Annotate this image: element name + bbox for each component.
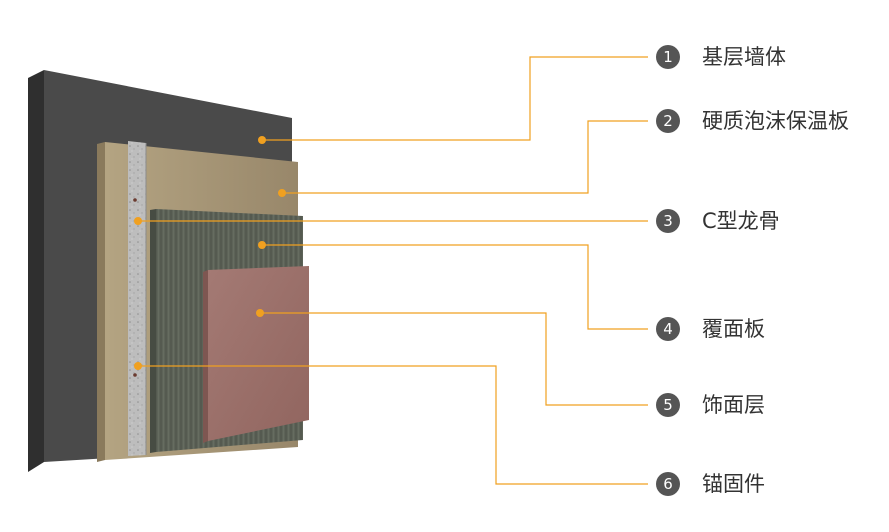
leader-line-4: [262, 244, 648, 330]
anchor-dot-6: [134, 362, 142, 370]
layer-label-6: 锚固件: [702, 472, 765, 496]
layer-label-3: C型龙骨: [702, 209, 780, 233]
anchor-dot-2: [278, 189, 286, 197]
number-badge-2-text: 2: [663, 112, 673, 130]
number-badge-6: [656, 472, 680, 496]
anchor-dot-4: [258, 241, 266, 249]
anchor-dots: [134, 136, 286, 370]
finish-layer-illustration: [203, 266, 309, 443]
c-keel-illustration: [128, 141, 147, 456]
leader-line-1: [262, 56, 648, 141]
leader-line-5: [260, 312, 648, 406]
number-badge-5: [656, 393, 680, 417]
anchor-dot-1: [258, 136, 266, 144]
number-badge-4: [656, 317, 680, 341]
number-badge-4-text: 4: [663, 320, 673, 338]
legend-item-1: 1 基层墙体: [656, 45, 786, 69]
anchor-dot-3: [134, 217, 142, 225]
number-badge-3-text: 3: [663, 212, 673, 230]
number-badge-3: [656, 209, 680, 233]
layer-label-5: 饰面层: [702, 393, 765, 417]
legend-item-6: 6 锚固件: [656, 472, 765, 496]
legend-item-4: 4 覆面板: [656, 317, 765, 341]
legend-item-5: 5 饰面层: [656, 393, 765, 417]
leader-line-2: [282, 120, 648, 194]
number-badge-1-text: 1: [663, 48, 673, 66]
layer-label-2: 硬质泡沫保温板: [702, 109, 849, 133]
number-badge-1: [656, 45, 680, 69]
anchor-dot-5: [256, 309, 264, 317]
layer-label-1: 基层墙体: [702, 45, 786, 69]
legend-item-3: 3 C型龙骨: [656, 209, 780, 233]
number-badge-6-text: 6: [663, 475, 673, 493]
leader-line-6: [138, 365, 648, 485]
number-badge-2: [656, 109, 680, 133]
leader-lines: [138, 56, 648, 485]
layer-label-4: 覆面板: [702, 317, 765, 341]
legend-item-2: 2 硬质泡沫保温板: [656, 109, 849, 133]
number-badge-5-text: 5: [663, 396, 673, 414]
